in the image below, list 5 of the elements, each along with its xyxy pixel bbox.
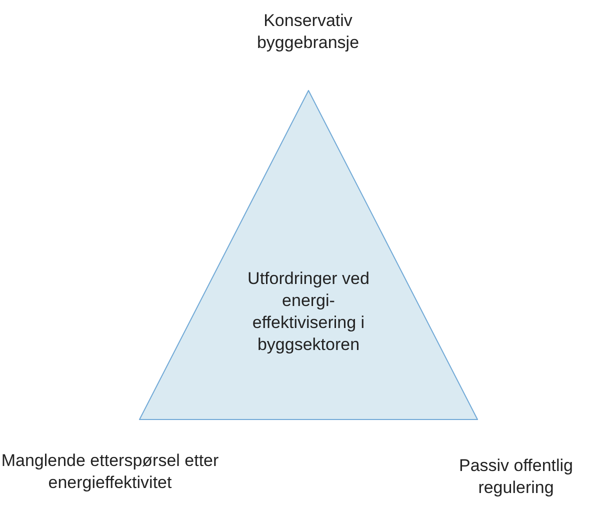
triangle [139, 90, 478, 420]
corner-label: Manglende etterspørsel etter energieffektivitet [0, 450, 220, 494]
corner-label: Passiv offentlig regulering [458, 455, 574, 499]
corner-label: Konservativ byggebransje [256, 10, 360, 54]
triangle-label: Utfordringer ved energi- effektivisering i byggsektoren [246, 268, 370, 356]
